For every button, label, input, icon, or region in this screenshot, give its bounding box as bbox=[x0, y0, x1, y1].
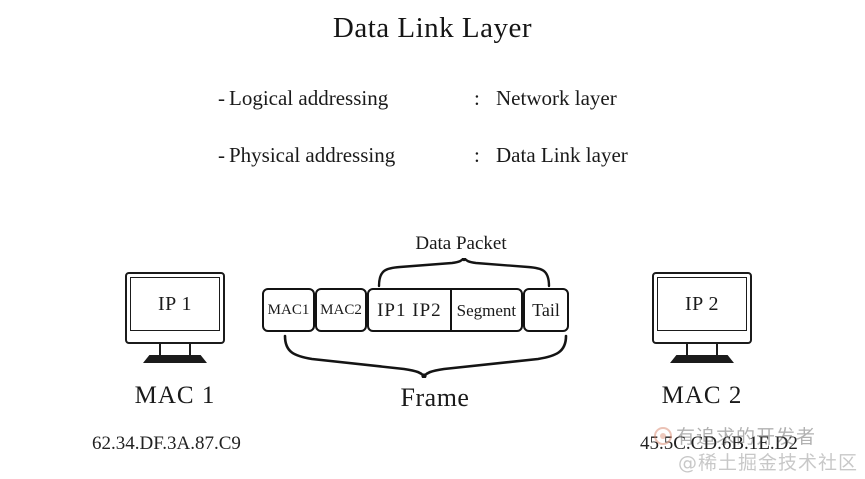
node-left-computer: IP 1 MAC 1 bbox=[125, 272, 225, 409]
mac-address-right: 45.5C.CD.6B.1E.D2 bbox=[640, 433, 798, 454]
node-right-computer: IP 2 MAC 2 bbox=[652, 272, 752, 409]
node-right-label: MAC 2 bbox=[661, 382, 743, 409]
mac-address-left: 62.34.DF.3A.87.C9 bbox=[92, 433, 241, 454]
annotation-data-packet: Data Packet bbox=[415, 233, 507, 254]
brace-data-packet bbox=[376, 258, 552, 288]
bullet-row-logical-addressing: - Logical addressing : Network layer bbox=[218, 86, 688, 120]
page-title: Data Link Layer bbox=[332, 12, 533, 44]
monitor-screen-label: IP 1 bbox=[130, 277, 220, 331]
bullet-term: Logical addressing bbox=[229, 86, 389, 110]
monitor-base bbox=[143, 355, 207, 363]
bullet-colon: : bbox=[474, 86, 480, 110]
brace-frame bbox=[282, 334, 570, 378]
monitor-screen-label: IP 2 bbox=[657, 277, 747, 331]
frame-cell-mac2: MAC2 bbox=[315, 288, 367, 332]
bullet-dash: - bbox=[218, 86, 225, 110]
node-left-label: MAC 1 bbox=[134, 382, 216, 409]
frame-diagram: MAC1 MAC2 IP1 IP2 Segment Tail bbox=[262, 288, 569, 332]
bullet-dash: - bbox=[218, 143, 225, 167]
monitor-icon: IP 1 bbox=[125, 272, 225, 363]
annotation-frame: Frame bbox=[400, 383, 470, 412]
frame-cell-data-packet-group: IP1 IP2 Segment bbox=[367, 288, 523, 332]
bullet-term: Physical addressing bbox=[229, 143, 396, 167]
monitor-base bbox=[670, 355, 734, 363]
bullet-list: - Logical addressing : Network layer - P… bbox=[218, 86, 688, 200]
bullet-value: Network layer bbox=[496, 86, 617, 110]
bullet-row-physical-addressing: - Physical addressing : Data Link layer bbox=[218, 143, 688, 177]
bullet-value: Data Link layer bbox=[496, 143, 628, 167]
frame-cell-segment: Segment bbox=[456, 300, 517, 320]
frame-cell-mac1: MAC1 bbox=[262, 288, 315, 332]
frame-cell-ip: IP1 IP2 bbox=[369, 290, 452, 330]
monitor-neck bbox=[159, 344, 191, 356]
monitor-icon: IP 2 bbox=[652, 272, 752, 363]
monitor-neck bbox=[686, 344, 718, 356]
bullet-colon: : bbox=[474, 143, 480, 167]
frame-cell-tail: Tail bbox=[523, 288, 569, 332]
